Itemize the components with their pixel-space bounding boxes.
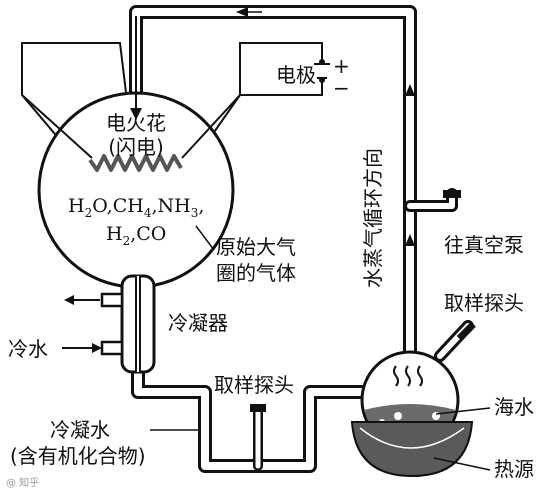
steam-direction-label: 水蒸气循环方向 [361,148,385,288]
spark-label: 电火花 [106,111,166,135]
electrode-label: 电极 [276,63,316,87]
gas-formula-line1: H2O,CH4,NH3, [68,195,204,220]
heat-source-label: 热源 [494,457,534,481]
bottom-probe-label: 取样探头 [214,373,294,397]
bottom-probe-stopcock-icon [250,404,266,412]
gas-formula-line2: H2,CO [106,223,166,248]
vacuum-stopcock-icon [443,190,461,198]
gas-label-line1: 原始大气 [216,235,296,259]
condenser-label: 冷凝器 [168,311,228,335]
sea-water-label: 海水 [494,395,534,419]
gas-label-line2: 圈的气体 [216,261,296,285]
down-arrow-icon [130,108,142,120]
minus-sign: − [333,76,350,100]
condensate-label-line1: 冷凝水 [50,418,110,442]
water-in-arrow-icon [92,343,102,353]
heat-source-dish [350,421,474,478]
flow-arrows [236,7,415,246]
left-arrow-icon [236,7,248,17]
cold-water-label: 冷水 [8,337,48,361]
plus-sign: + [333,54,350,78]
right-probe-label: 取样探头 [444,291,524,315]
watermark: @ 知乎 [6,476,39,489]
up-arrow-lower-icon [405,234,415,246]
up-arrow-icon [405,84,415,96]
vacuum-pump-label: 往真空泵 [444,233,524,257]
condensate-label-line2: (含有机化合物) [10,444,146,468]
water-out-arrow-icon [64,295,74,305]
spark-zigzag-icon [88,154,183,172]
condenser [100,274,156,374]
electrode-wiring [21,42,323,179]
battery-icon [314,59,330,83]
lightning-label: (闪电) [108,135,164,159]
